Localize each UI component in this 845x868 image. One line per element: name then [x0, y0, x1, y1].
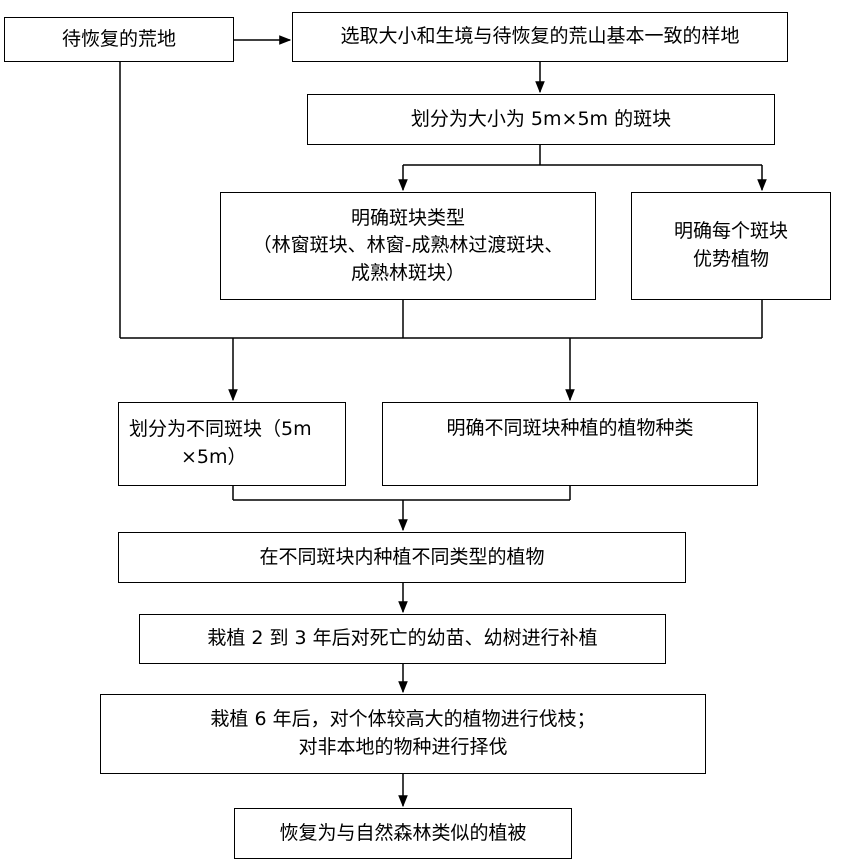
box-dominant-plant: 明确每个斑块 优势植物: [631, 192, 831, 300]
box-select-plot: 选取大小和生境与待恢复的荒山基本一致的样地: [292, 12, 788, 62]
box-divide-patch: 划分为大小为 5m×5m 的斑块: [307, 94, 775, 145]
box-replant: 栽植 2 到 3 年后对死亡的幼苗、幼树进行补植: [139, 614, 666, 664]
box-restore: 恢复为与自然森林类似的植被: [234, 808, 572, 859]
box-plant: 在不同斑块内种植不同类型的植物: [118, 532, 686, 583]
box-species: 明确不同斑块种植的植物种类: [382, 402, 758, 486]
box-prune: 栽植 6 年后，对个体较高大的植物进行伐枝； 对非本地的物种进行择伐: [100, 694, 706, 774]
box-wasteland: 待恢复的荒地: [4, 17, 234, 62]
box-divide-diff: 划分为不同斑块（5m ×5m）: [118, 402, 346, 486]
box-patch-type: 明确斑块类型 （林窗斑块、林窗-成熟林过渡斑块、 成熟林斑块）: [220, 192, 596, 300]
